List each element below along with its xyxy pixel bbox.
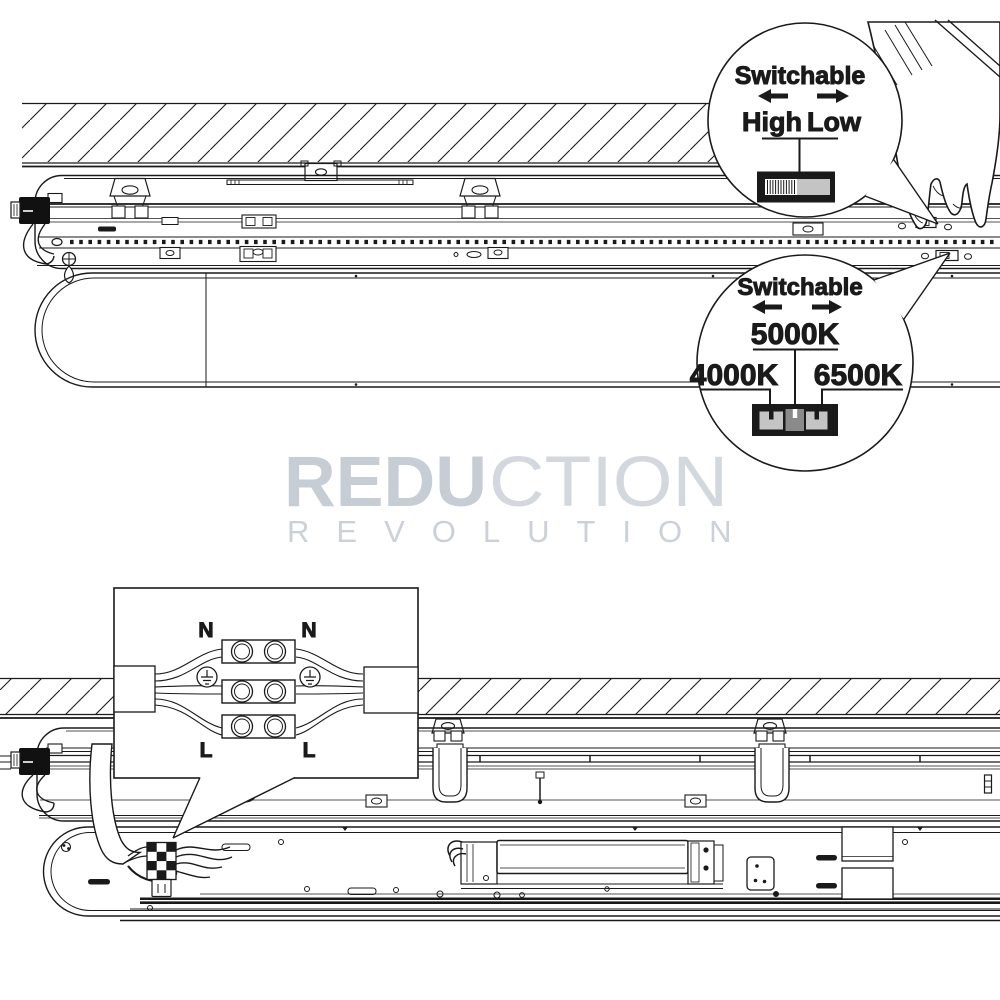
diffuser-latch-closed <box>159 245 509 263</box>
option-5000k: 5000K <box>751 318 840 351</box>
label-neutral-left: N <box>198 619 213 642</box>
mounting-clip <box>459 177 501 219</box>
knockout-plate <box>841 867 894 900</box>
luminaire-bottom <box>0 718 1000 822</box>
option-low: Low <box>807 107 862 137</box>
driver-wires <box>447 840 467 867</box>
arrow-left-icon <box>758 89 788 103</box>
hanging-pin <box>535 771 993 805</box>
knuckle-crease <box>914 185 963 224</box>
callout-high-low: Switchable High Low <box>707 22 939 225</box>
terminal-wires <box>175 846 233 879</box>
wiring-callout: N N L L <box>113 587 419 839</box>
mounting-clip <box>431 718 465 742</box>
earth-symbol-icon <box>299 666 321 688</box>
sleeve-fold <box>872 21 933 86</box>
label-live-left: L <box>200 739 213 762</box>
led-driver <box>436 839 724 899</box>
option-high: High <box>742 107 802 137</box>
high-low-switch-icon <box>757 171 835 203</box>
mounting-clip <box>109 177 151 219</box>
arrow-left-icon <box>752 300 782 314</box>
option-6500k: 6500K <box>814 359 903 392</box>
cable-entry-right <box>363 666 419 714</box>
mains-connector <box>19 197 50 224</box>
callout-title: Switchable <box>735 62 866 90</box>
knockout-plate <box>841 826 894 862</box>
mounting-clip <box>753 718 787 742</box>
terminal-block-earth <box>221 679 296 704</box>
callout-bubble <box>707 22 903 218</box>
arrow-right-icon <box>812 300 842 314</box>
arrow-right-icon <box>817 89 849 103</box>
watermark-line1-light: CTION <box>489 443 728 522</box>
wires <box>154 648 364 736</box>
diffuser <box>34 272 1000 388</box>
cable <box>36 774 55 804</box>
label-neutral-right: N <box>301 619 316 642</box>
option-4000k: 4000K <box>690 359 779 392</box>
callout-tail <box>865 160 938 224</box>
end-cap-plate <box>47 743 63 754</box>
cct-switch-icon <box>752 404 838 436</box>
earth-symbol-icon <box>196 666 218 688</box>
watermark-line1-bold: REDU <box>284 443 487 522</box>
mounting-tab <box>161 214 824 236</box>
mounting-tab <box>365 794 707 808</box>
mains-connector <box>19 748 50 775</box>
cable-entry-left <box>113 665 156 713</box>
watermark: REDU CTION REVOLUTION <box>284 443 759 549</box>
terminal-block-neutral <box>221 639 296 664</box>
mains-wires <box>0 755 11 770</box>
callout-title: Switchable <box>737 274 862 301</box>
cable <box>37 223 55 255</box>
cable <box>21 774 47 813</box>
conduit <box>89 743 143 865</box>
terminal-connector <box>125 841 233 898</box>
stylus <box>934 19 1000 78</box>
watermark-line2: REVOLUTION <box>287 514 759 549</box>
terminal-block-live <box>221 714 296 739</box>
label-live-right: L <box>303 739 316 762</box>
gear-tray <box>42 743 1000 922</box>
callout-tail <box>874 253 950 319</box>
cable <box>22 223 47 265</box>
callout-cct: Switchable 5000K 4000K 6500K <box>689 252 951 472</box>
junction-box <box>746 856 779 897</box>
end-cap-plate <box>47 192 63 204</box>
callout-bubble <box>696 254 914 472</box>
